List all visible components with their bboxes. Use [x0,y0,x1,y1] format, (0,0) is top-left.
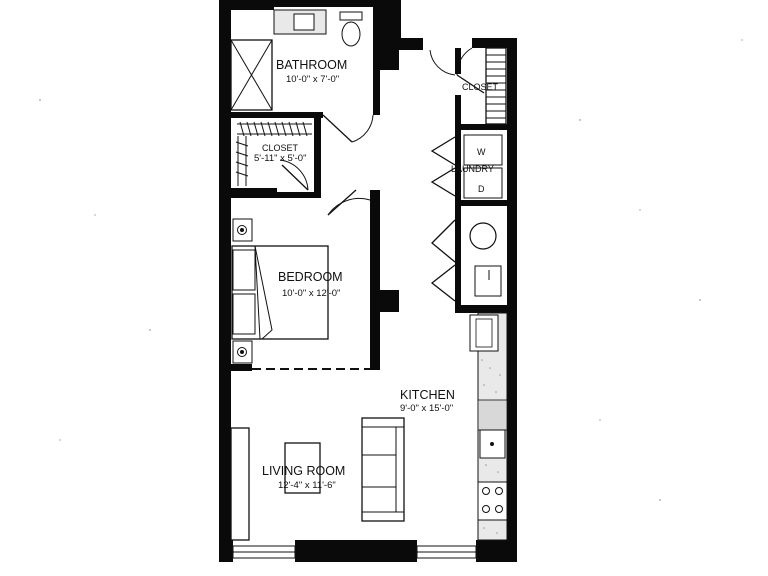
hall-closet [429,47,507,130]
exterior-walls [219,0,517,562]
bedroom-closet [231,118,321,194]
living-room-name: LIVING ROOM [262,464,345,478]
laundry-name: LAUNDRY [451,164,494,174]
living-room-furniture [230,417,405,541]
living-room-dims: 12'-4" x 11'-6" [278,480,336,491]
bathroom-name: BATHROOM [276,58,347,72]
laundry [430,130,507,206]
dryer-label: D [478,184,485,194]
bedroom-closet-dims: 5'-11" x 5'-0" [254,153,306,164]
bedroom-name: BEDROOM [278,270,343,284]
bedroom-closet-name: CLOSET [262,143,299,153]
kitchen-name: KITCHEN [400,388,455,402]
bathroom [230,9,374,143]
utility-closet [430,206,507,313]
hall-closet-name: CLOSET [462,82,499,92]
bottom-windows [232,545,477,559]
bathroom-dims: 10'-0" x 7'-0" [286,74,339,85]
scan-specks [39,39,743,501]
kitchen-counter [469,312,508,541]
kitchen-dims: 9'-0" x 15'-0" [400,403,453,414]
washer-label: W [477,147,486,157]
bedroom [231,189,399,371]
bedroom-dims: 10'-0" x 12'-0" [282,288,340,299]
